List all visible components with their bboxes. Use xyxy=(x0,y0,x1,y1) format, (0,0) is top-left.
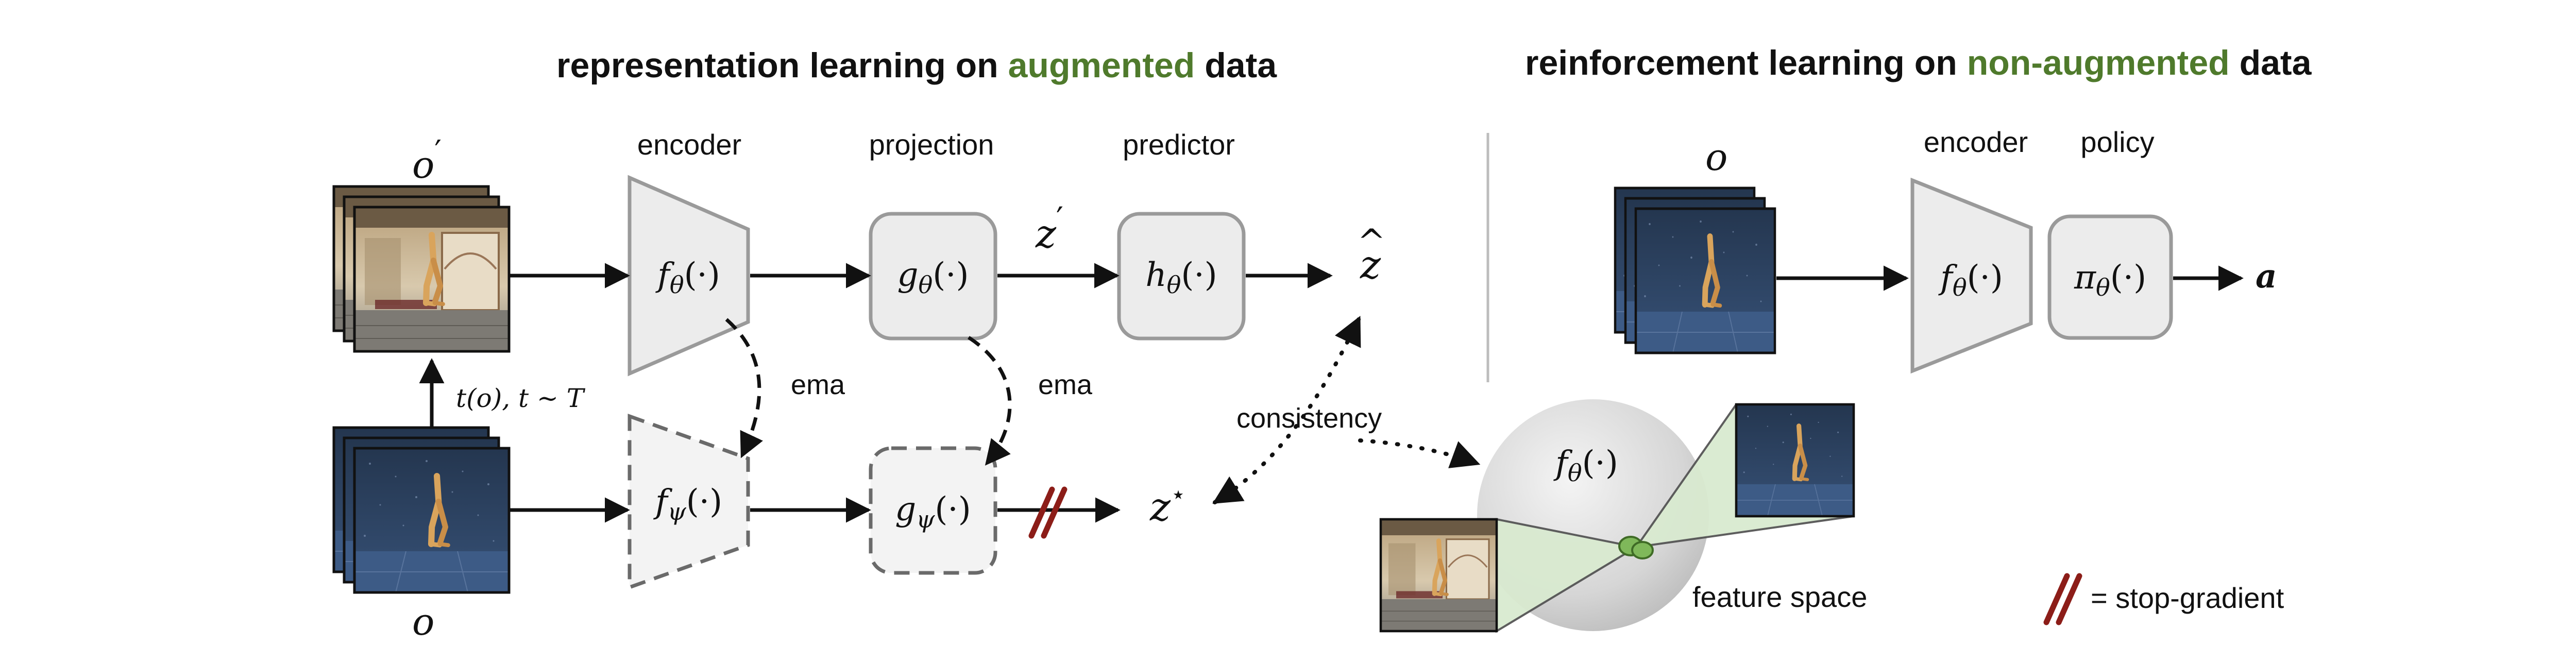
feature-point-b xyxy=(1631,541,1654,559)
args: (·) xyxy=(1181,256,1217,294)
ema-label-encoder: ema xyxy=(791,369,845,400)
target-projection-block xyxy=(869,446,997,575)
augmentation-label: t(o), t ∼ T xyxy=(456,383,586,413)
left-title-suffix: data xyxy=(1195,46,1277,85)
consistency-label: consistency xyxy=(1236,403,1382,434)
right-observation-label: o xyxy=(1705,135,1727,179)
feature-augmented-frame-icon xyxy=(1379,518,1498,633)
theta-subscript: θ xyxy=(918,271,933,299)
right-title-prefix: reinforcement learning on xyxy=(1525,43,1967,82)
args: (·) xyxy=(933,256,969,294)
feature-sphere-formula: fθ(·) xyxy=(1553,444,1618,487)
target-encoder-formula: fψ(·) xyxy=(653,483,722,525)
args: (·) xyxy=(1582,444,1618,482)
target-encoder-block xyxy=(628,414,750,590)
theta-subscript: θ xyxy=(670,271,684,299)
left-panel-title: representation learning on augmented dat… xyxy=(556,46,1277,85)
z-prime-mark: ′ xyxy=(1056,200,1063,237)
theta-subscript: θ xyxy=(1953,274,1967,301)
args: (·) xyxy=(686,483,722,521)
args: (·) xyxy=(935,490,971,529)
augmented-observation-label: o′ xyxy=(412,134,442,186)
online-encoder-block xyxy=(628,175,750,377)
right-encoder-label: encoder xyxy=(1924,126,2028,158)
g-symbol: g xyxy=(895,490,916,529)
predictor-label: predictor xyxy=(1123,128,1235,161)
consistency-to-feature-arrow xyxy=(1358,438,1481,468)
z-prime-label: z′ xyxy=(1035,200,1063,257)
clean-observation-frames-icon xyxy=(332,426,511,594)
pi-symbol: π xyxy=(2074,259,2096,297)
aug-label-t: t(o), t xyxy=(456,383,529,413)
theta-subscript: θ xyxy=(2096,274,2110,301)
args: (·) xyxy=(1967,259,2003,297)
augmented-observation-frames-icon xyxy=(332,185,511,353)
stop-gradient-mark xyxy=(1028,486,1067,539)
policy-formula: πθ(·) xyxy=(2074,259,2146,301)
z-hat-mark: ^ xyxy=(1357,222,1385,262)
policy-label: policy xyxy=(2080,126,2154,158)
args: (·) xyxy=(2110,259,2146,297)
aug-label-sim: ∼ xyxy=(529,383,567,413)
consistency-arrow xyxy=(1212,315,1361,504)
theta-subscript: θ xyxy=(1568,459,1582,487)
ema-label-projection: ema xyxy=(1038,369,1093,400)
h-symbol: h xyxy=(1145,256,1166,294)
right-panel-title: reinforcement learning on non-augmented … xyxy=(1525,43,2312,82)
ema-arrow-encoder xyxy=(725,318,763,459)
z-base: z xyxy=(1035,211,1057,257)
feature-clean-frame-icon xyxy=(1735,403,1855,518)
z-base: z xyxy=(1149,484,1171,530)
stop-gradient-legend-mark xyxy=(2043,573,2082,625)
right-observation-frames-icon xyxy=(1614,186,1776,354)
psi-subscript: ψ xyxy=(668,498,687,525)
right-title-highlight: non-augmented xyxy=(1967,43,2230,82)
feature-space-label: feature space xyxy=(1692,581,1867,613)
action-label: a xyxy=(2256,257,2277,296)
right-encoder-formula: fθ(·) xyxy=(1938,259,2003,301)
right-encoder-block xyxy=(1910,177,2033,374)
z-hat-label: z xyxy=(1360,242,1381,287)
psi-subscript: ψ xyxy=(916,505,935,533)
right-title-suffix: data xyxy=(2230,43,2312,82)
aug-label-set: T xyxy=(567,383,586,413)
target-projection-formula: gψ(·) xyxy=(895,490,971,533)
g-symbol: g xyxy=(897,256,919,294)
args: (·) xyxy=(684,256,720,294)
predictor-formula: hθ(·) xyxy=(1145,256,1217,299)
left-title-prefix: representation learning on xyxy=(556,46,1008,85)
encoder-label: encoder xyxy=(637,128,741,161)
theta-subscript: θ xyxy=(1167,271,1181,299)
stop-gradient-legend-label: = stop-gradient xyxy=(2091,582,2284,614)
obs-aug-prime: ′ xyxy=(434,134,442,170)
left-title-highlight: augmented xyxy=(1008,46,1195,85)
z-star-label: z⋆ xyxy=(1149,480,1186,530)
observation-label: o xyxy=(412,600,434,643)
obs-aug-base: o xyxy=(412,143,434,186)
projection-label: projection xyxy=(869,128,994,161)
online-projection-formula: gθ(·) xyxy=(897,256,969,299)
z-star-mark: ⋆ xyxy=(1171,480,1186,509)
policy-block xyxy=(2047,214,2173,340)
online-encoder-formula: fθ(·) xyxy=(655,256,720,299)
ema-arrow-projection xyxy=(968,336,1012,466)
